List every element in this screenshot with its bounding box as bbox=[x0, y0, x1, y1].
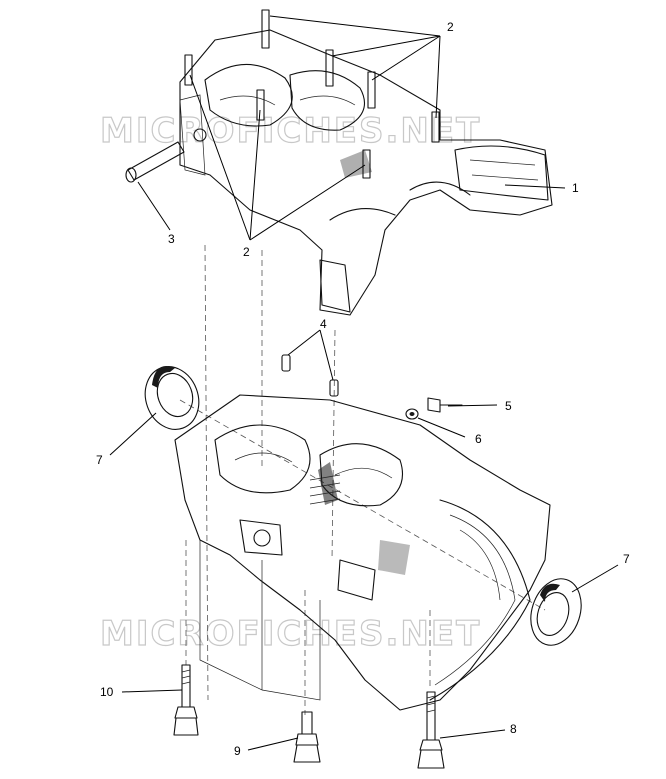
callout-8: 8 bbox=[510, 722, 517, 736]
callout-6: 6 bbox=[475, 432, 482, 446]
callout-2-top: 2 bbox=[447, 20, 454, 34]
washer-6 bbox=[405, 408, 419, 420]
callout-labels: 2 1 3 2 4 5 6 7 7 10 8 9 bbox=[96, 20, 630, 758]
bolt-9 bbox=[293, 711, 321, 763]
seal-right-7 bbox=[530, 578, 582, 646]
callout-4: 4 bbox=[320, 317, 327, 331]
upper-crankcase bbox=[179, 9, 553, 316]
callout-9: 9 bbox=[234, 744, 241, 758]
dowel-pins-4 bbox=[281, 354, 339, 397]
lower-crankcase bbox=[174, 394, 551, 711]
callout-5: 5 bbox=[505, 399, 512, 413]
callout-3: 3 bbox=[168, 232, 175, 246]
bolt-10 bbox=[173, 664, 199, 736]
callout-7-left: 7 bbox=[96, 453, 103, 467]
alignment-lines bbox=[179, 244, 546, 715]
seal-left-7 bbox=[144, 366, 200, 430]
watermark-bottom: MICROFICHES.NET bbox=[100, 614, 481, 654]
callout-2-bottom: 2 bbox=[243, 245, 250, 259]
screw-5 bbox=[427, 397, 463, 413]
callout-10: 10 bbox=[100, 685, 114, 699]
callout-7-right: 7 bbox=[623, 552, 630, 566]
studs bbox=[184, 9, 440, 179]
leader-lines bbox=[109, 15, 619, 751]
callout-1: 1 bbox=[572, 181, 579, 195]
bolt-3 bbox=[125, 141, 185, 183]
watermark-top: MICROFICHES.NET bbox=[100, 111, 481, 151]
bolt-8 bbox=[417, 691, 445, 769]
